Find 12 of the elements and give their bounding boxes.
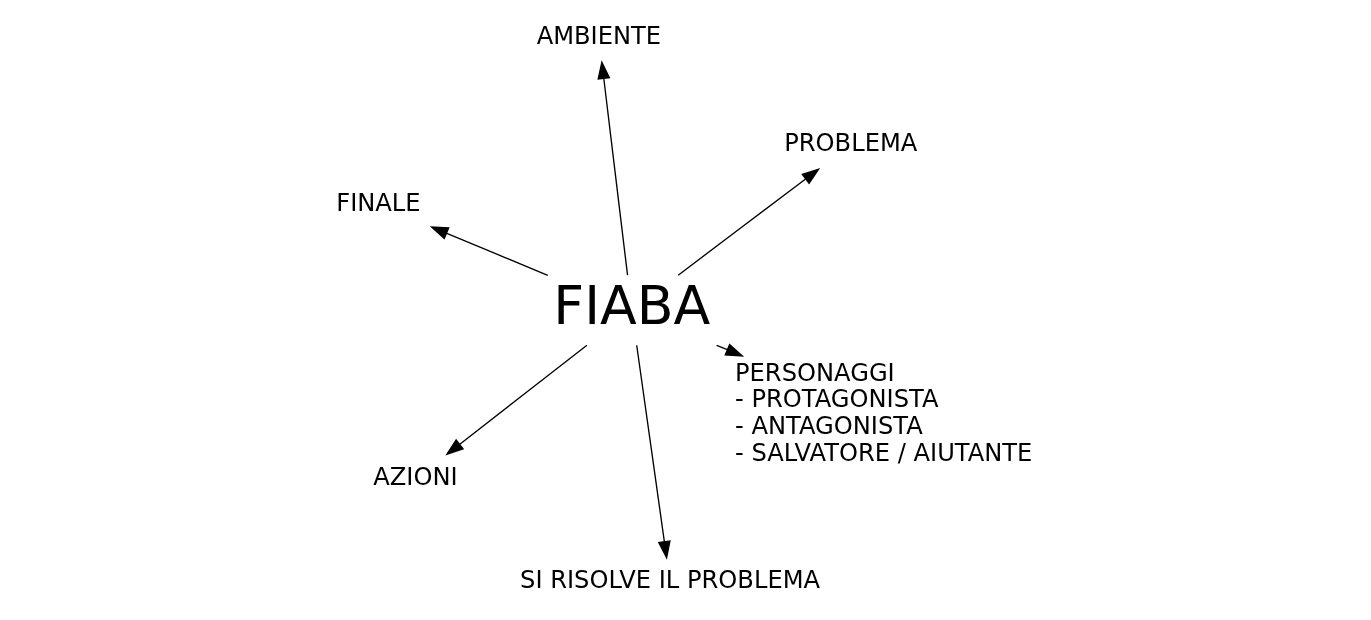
arrow	[444, 344, 588, 456]
node-text: SI RISOLVE IL PROBLEMA	[519, 565, 820, 594]
node-text: PROBLEMA	[783, 128, 917, 157]
node-text: PERSONAGGI - PROTAGONISTA - ANTAGONISTA - SALVATORE / AIUTANTE	[734, 358, 1032, 468]
node-text: FINALE	[335, 188, 421, 217]
node-text: AZIONI	[372, 462, 458, 491]
arrow	[429, 226, 548, 276]
arrow	[635, 344, 671, 560]
arrow	[677, 167, 820, 276]
node-text: FIABA	[552, 273, 710, 337]
arrow	[596, 60, 628, 276]
node-text: AMBIENTE	[536, 21, 661, 50]
